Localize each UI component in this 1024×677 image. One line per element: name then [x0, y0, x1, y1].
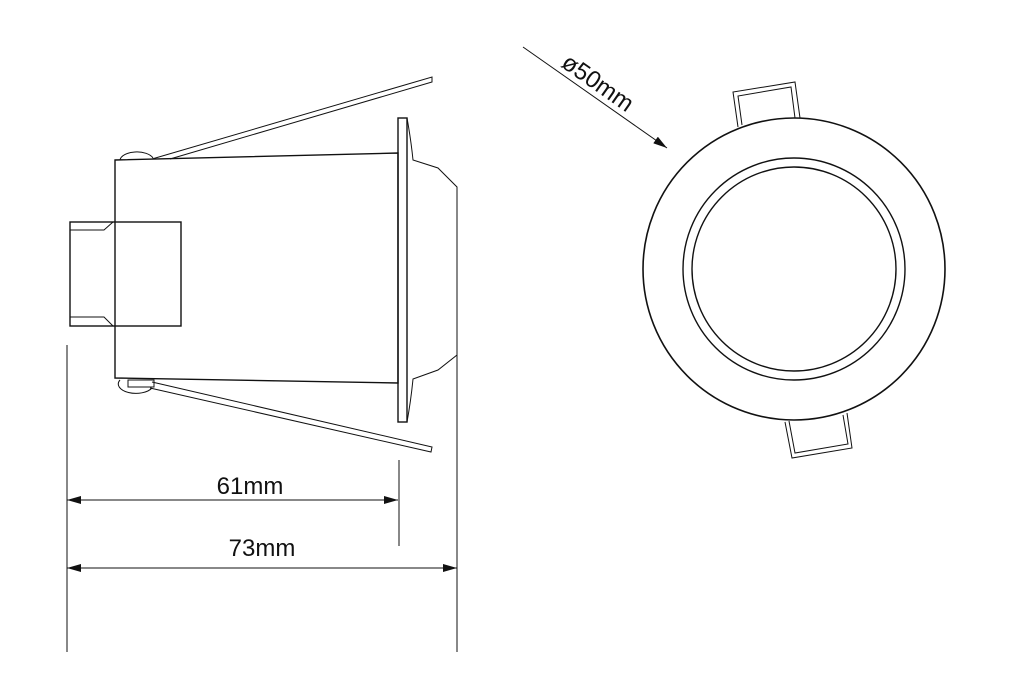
- connector-block: [69, 221, 182, 327]
- side-view: [69, 76, 458, 453]
- connector-detail-bottom: [70, 316, 114, 327]
- clip-pin-bottom: [127, 379, 155, 388]
- diameter-leader-arrow: [522, 46, 668, 149]
- flange: [397, 117, 408, 423]
- mounting-tab-top: [732, 81, 801, 128]
- clip-bump-top: [119, 151, 154, 161]
- dimension-lines: 61mm 73mm: [66, 187, 458, 652]
- dome-lens: [406, 117, 458, 423]
- housing-body: [114, 152, 399, 384]
- mounting-tab-top-inner: [737, 86, 796, 126]
- mounting-tab-bottom: [784, 412, 853, 459]
- diameter-label: ø50mm: [557, 49, 639, 118]
- spring-clip-bottom: [149, 381, 433, 453]
- arrowhead-73-left: [67, 564, 81, 572]
- outer-bezel: [642, 117, 946, 421]
- front-view: ø50mm: [522, 46, 946, 459]
- dimension-label-61: 61mm: [217, 473, 284, 500]
- mounting-tab-bottom-inner: [788, 414, 849, 454]
- connector-detail-top: [70, 221, 114, 231]
- clip-bump-bottom: [117, 379, 153, 394]
- arrowhead-61-left: [67, 496, 81, 504]
- dimension-label-73: 73mm: [229, 535, 296, 562]
- inner-ring: [682, 157, 906, 381]
- spring-clip-top: [151, 76, 433, 160]
- lens-window: [691, 166, 897, 372]
